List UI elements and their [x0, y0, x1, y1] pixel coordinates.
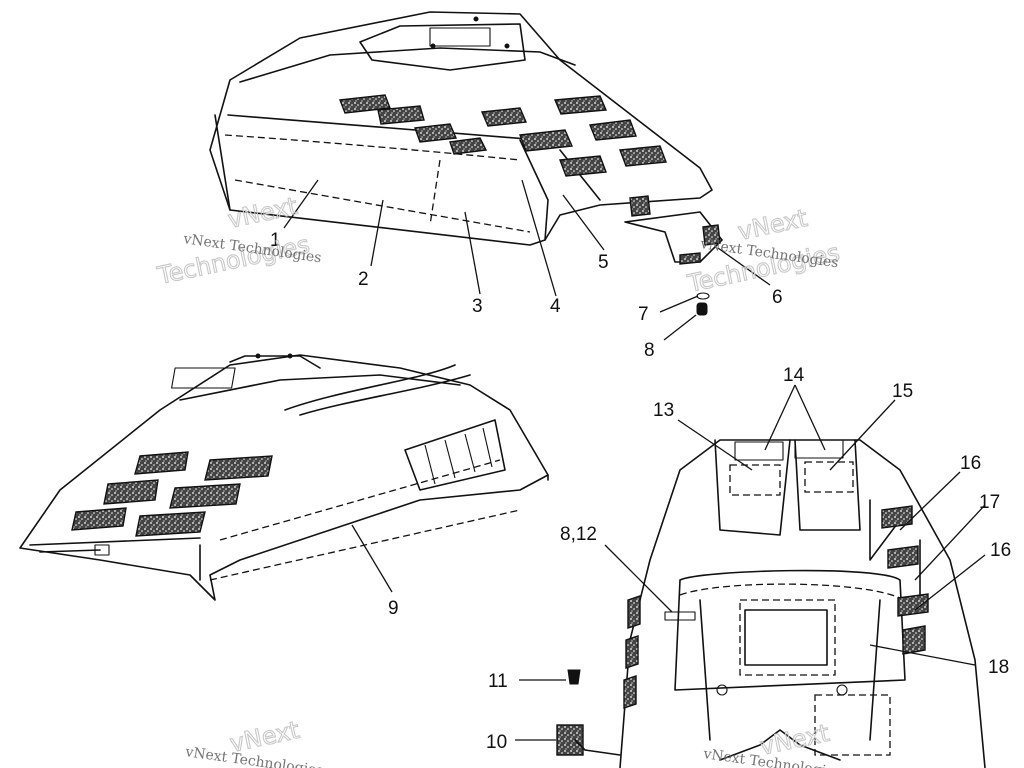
watermark-right-top: vNext Technologies vNext Technologies	[684, 203, 843, 298]
callout-16-lower: 16	[990, 540, 1011, 561]
hood-rear-view	[19, 353, 549, 601]
callout-7: 7	[638, 304, 649, 325]
callout-5: 5	[598, 252, 609, 273]
hood-front-view	[556, 439, 986, 768]
callout-13: 13	[653, 400, 674, 421]
leader-lines-right	[515, 384, 986, 741]
callout-18: 18	[988, 657, 1009, 678]
callout-17: 17	[979, 492, 1000, 513]
watermark-left-bottom: vNext vNext Technologies	[183, 715, 324, 768]
hood-top-view	[209, 11, 723, 316]
watermark-left-top: vNext Technologies vNext Technologies	[154, 191, 322, 290]
callout-10: 10	[486, 732, 507, 753]
callout-4: 4	[550, 296, 561, 317]
callout-9: 9	[388, 598, 399, 619]
leader-9	[351, 524, 393, 593]
callout-labels: 1 2 3 4 5 6 7 8 9 11 10 8,12 13 14 15 16…	[270, 230, 1011, 753]
callout-8: 8	[644, 340, 655, 361]
svg-text:vNext: vNext	[225, 192, 299, 234]
watermark-right-bottom: vNext vNext Technologies	[701, 718, 842, 768]
callout-14: 14	[783, 365, 805, 386]
callout-2: 2	[358, 269, 369, 290]
callout-6: 6	[772, 287, 783, 308]
svg-text:vNext: vNext	[735, 204, 809, 246]
callout-15: 15	[892, 381, 913, 402]
callout-16-upper: 16	[960, 453, 981, 474]
callout-11: 11	[488, 671, 508, 692]
callout-3: 3	[472, 296, 483, 317]
callout-8-12: 8,12	[560, 524, 597, 545]
callout-1: 1	[270, 230, 281, 251]
leader-lines-top	[283, 179, 771, 341]
